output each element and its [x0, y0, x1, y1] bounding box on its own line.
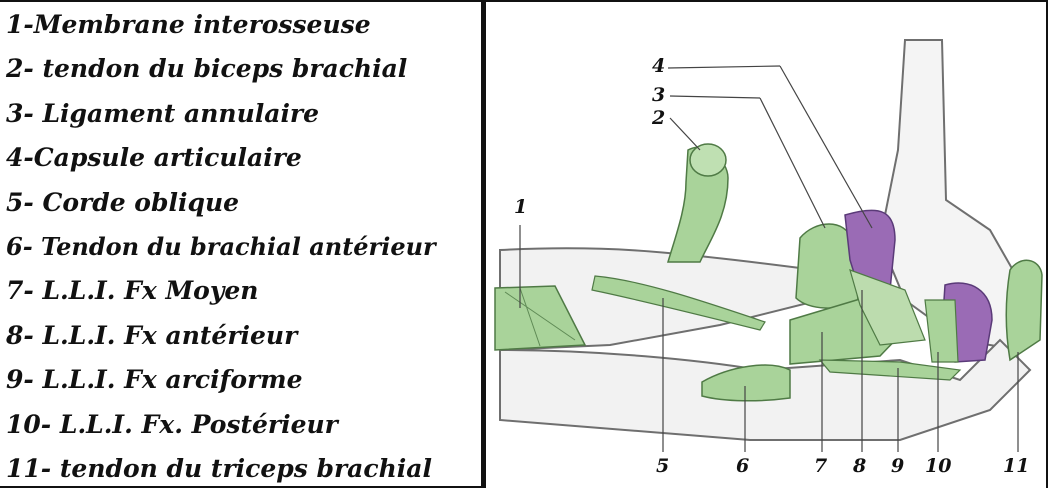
- figure-label-5: 5: [656, 455, 669, 477]
- legend-item-3: 3- Ligament annulaire: [6, 99, 319, 128]
- triceps-tendon: [1006, 260, 1042, 360]
- legend-item-9: 9- L.L.I. Fx arciforme: [6, 365, 303, 394]
- figure-label-7: 7: [814, 455, 827, 477]
- legend-item-6: 6- Tendon du brachial antérieur: [6, 232, 436, 261]
- legend-item-1: 1-Membrane interosseuse: [6, 10, 371, 39]
- legend-item-8: 8- L.L.I. Fx antérieur: [6, 321, 297, 350]
- legend-item-7: 7- L.L.I. Fx Moyen: [6, 276, 258, 305]
- figure-label-2: 2: [651, 107, 665, 129]
- figure-label-10: 10: [925, 455, 951, 477]
- figure-label-8: 8: [852, 455, 866, 477]
- mcl-posterior-bundle: [925, 300, 958, 362]
- figure-label-9: 9: [891, 455, 904, 477]
- legend-item-10: 10- L.L.I. Fx. Postérieur: [6, 410, 338, 439]
- legend-item-4: 4-Capsule articulaire: [6, 143, 302, 172]
- figure-label-6: 6: [736, 455, 749, 477]
- legend-panel: 1-Membrane interosseuse 2- tendon du bic…: [0, 0, 486, 488]
- figure-label-3: 3: [652, 84, 665, 106]
- figure-label-11: 11: [1003, 455, 1029, 477]
- legend-item-5: 5- Corde oblique: [6, 188, 239, 217]
- legend-item-11: 11- tendon du triceps brachial: [6, 454, 432, 483]
- figure-label-4: 4: [652, 55, 665, 77]
- figure-label-1: 1: [514, 196, 527, 218]
- elbow-anatomy-svg: 1 2 3 4 5 6 7 8 9 10 11: [491, 0, 1048, 488]
- legend-item-2: 2- tendon du biceps brachial: [6, 54, 407, 83]
- elbow-illustration: 1 2 3 4 5 6 7 8 9 10 11: [491, 0, 1048, 488]
